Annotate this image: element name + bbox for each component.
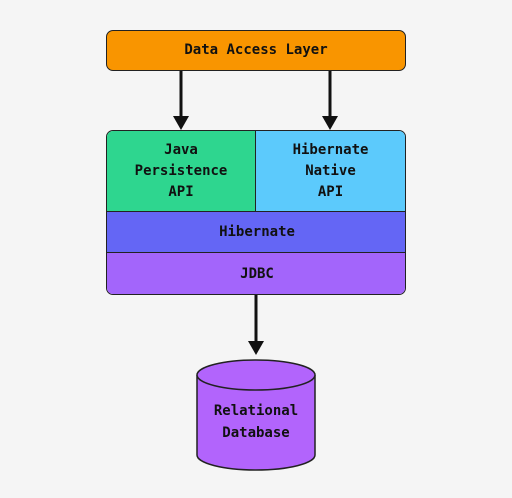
data-access-layer-label: Data Access Layer xyxy=(184,42,328,58)
arrow-dal-to-native-api xyxy=(322,71,338,130)
database-label: Relational Database xyxy=(213,403,299,441)
arrow-dal-to-jpa xyxy=(173,71,189,130)
hibernate-box: Hibernate xyxy=(107,211,405,252)
hibernate-native-api-box: Hibernate Native API xyxy=(256,131,405,211)
jdbc-box: JDBC xyxy=(107,252,405,294)
jpa-box: Java Persistence API xyxy=(107,131,256,211)
data-access-layer-box: Data Access Layer xyxy=(106,30,406,71)
arrow-jdbc-to-database xyxy=(248,295,264,355)
persistence-stack: Java Persistence API Hibernate Native AP… xyxy=(106,130,406,295)
database-cylinder xyxy=(196,359,316,471)
